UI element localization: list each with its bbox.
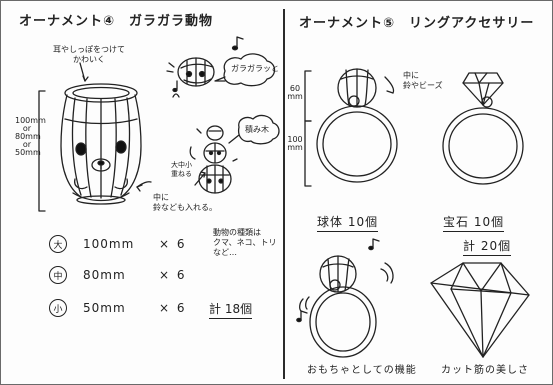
center-divider bbox=[283, 9, 285, 379]
stack-blocks-note: 積み木 bbox=[245, 125, 269, 134]
gem-ring-caption: 宝石 10個 bbox=[443, 213, 505, 232]
ornament-4-title: オーナメント④ ガラガラ動物 bbox=[19, 14, 214, 29]
bell-inside-note: 中に 鈴なども入れる。 bbox=[153, 193, 217, 212]
size-badge: 大 bbox=[49, 235, 67, 253]
ornament-5-title: オーナメント⑤ リングアクセサリー bbox=[299, 16, 535, 31]
small-rattle-drawing bbox=[166, 36, 276, 98]
top-dimension: 60 mm bbox=[287, 84, 303, 101]
size-value: 80mm bbox=[83, 268, 126, 282]
sphere-ring-drawing bbox=[316, 68, 398, 183]
bottom-dimension: 100 mm bbox=[287, 135, 303, 152]
rattle-sound-note: ガラガラッと bbox=[231, 64, 279, 73]
size-badge: 小 bbox=[49, 299, 67, 317]
ornament-5-total: 計 20個 bbox=[463, 237, 512, 256]
rattle-size-dimension: 100mm or 80mm or 50mm bbox=[15, 116, 46, 157]
size-quantity: × 6 bbox=[159, 268, 187, 282]
size-quantity: × 6 bbox=[159, 237, 187, 251]
size-row-medium: 中 80mm × 6 bbox=[49, 266, 187, 284]
size-badge: 中 bbox=[49, 266, 67, 284]
size-row-large: 大 100mm × 6 bbox=[49, 235, 187, 253]
sphere-inside-note: 中に 鈴やビーズ bbox=[403, 71, 443, 90]
toy-ring-drawing bbox=[296, 238, 394, 358]
animal-types-note: 動物の種類は クマ、ネコ、トリ など… bbox=[213, 228, 277, 257]
size-row-small: 小 50mm × 6 bbox=[49, 299, 187, 317]
gem-ring-drawing bbox=[442, 72, 524, 185]
size-quantity: × 6 bbox=[159, 301, 187, 315]
rattle-animal-drawing bbox=[60, 62, 152, 205]
cut-beauty-caption: カット筋の美しさ bbox=[441, 365, 529, 376]
big-gem-drawing bbox=[430, 262, 530, 358]
toy-function-caption: おもちゃとしての機能 bbox=[307, 365, 417, 376]
sphere-ring-caption: 球体 10個 bbox=[317, 213, 379, 232]
ornament-4-total: 計 18個 bbox=[209, 300, 253, 319]
size-value: 100mm bbox=[83, 237, 135, 251]
stack-size-note: 大中小 重ねる bbox=[171, 161, 192, 178]
ear-tail-note: 耳やしっぽをつけて かわいく bbox=[53, 45, 125, 64]
stacked-rattles-drawing bbox=[189, 114, 280, 194]
size-value: 50mm bbox=[83, 301, 126, 315]
